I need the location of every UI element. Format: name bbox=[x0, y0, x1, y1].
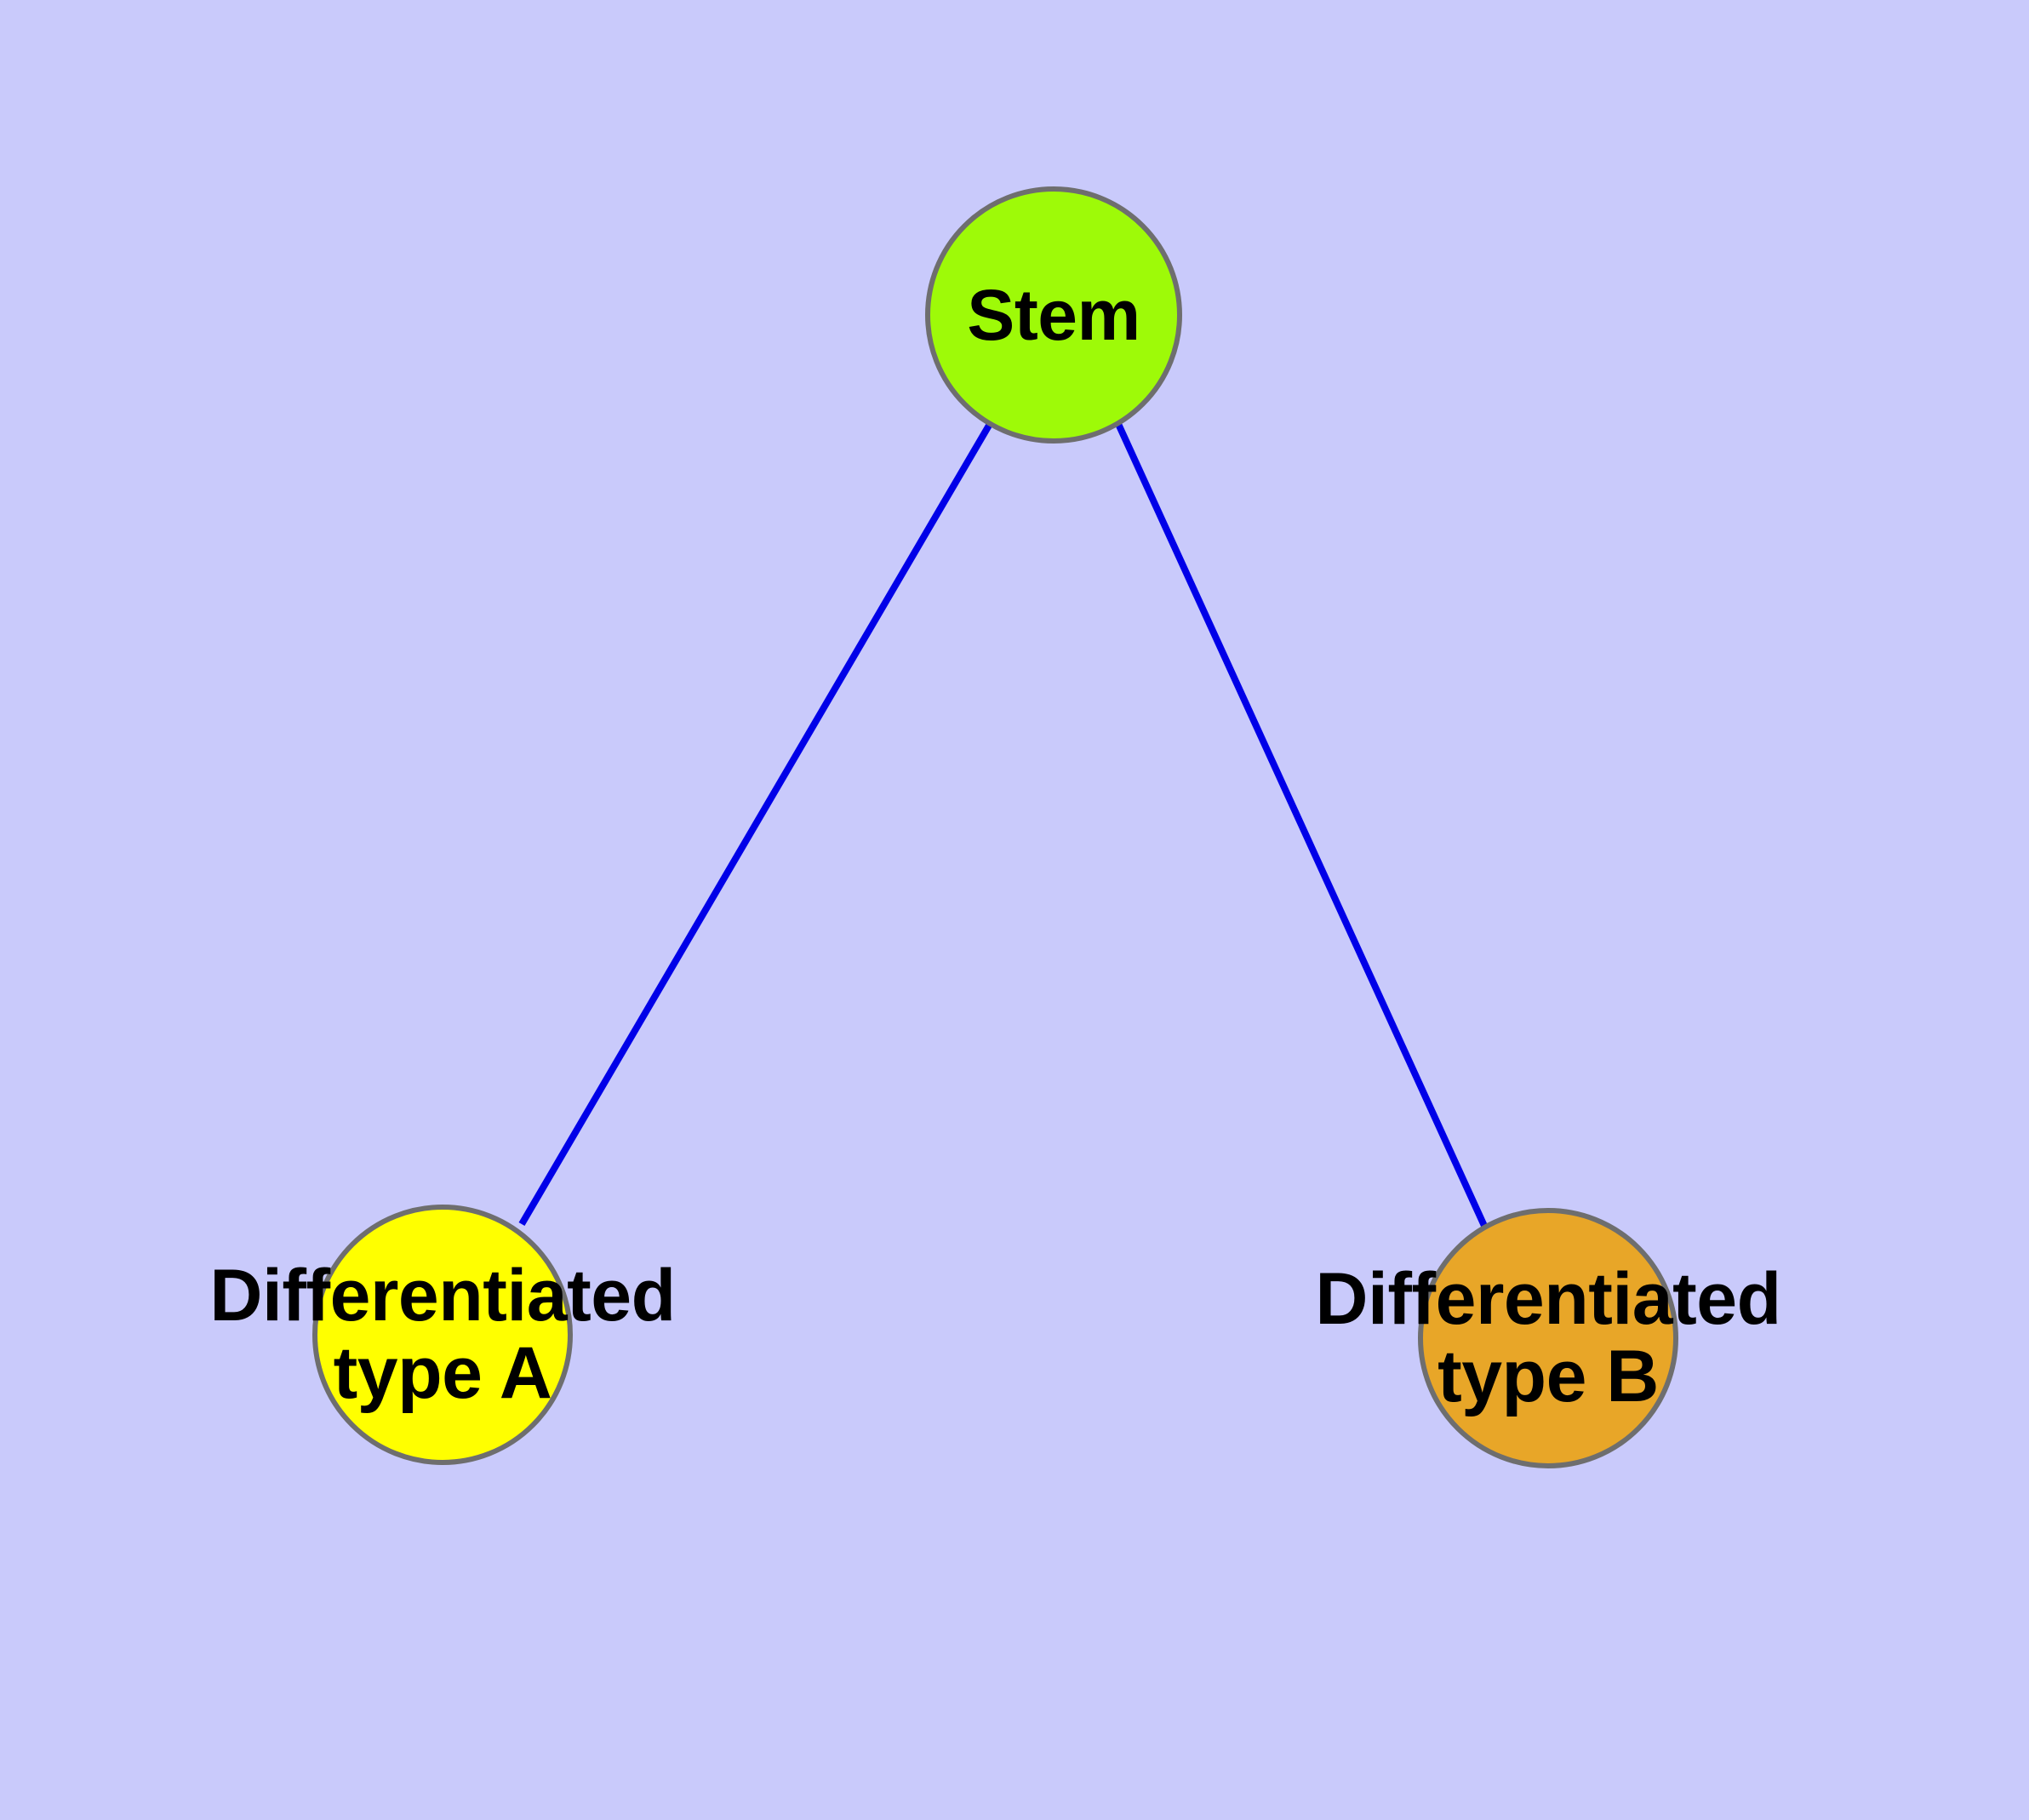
edge-stem-to-differentiated-type-a bbox=[518, 421, 993, 1227]
node-circle-differentiated-type-a[interactable] bbox=[312, 1205, 573, 1465]
node-circle-differentiated-type-b[interactable] bbox=[1418, 1208, 1678, 1468]
node-circle-stem[interactable] bbox=[925, 186, 1182, 444]
node-layer bbox=[312, 186, 1678, 1468]
edge-stem-to-differentiated-type-b bbox=[1115, 422, 1488, 1228]
edge-layer bbox=[518, 421, 1488, 1228]
